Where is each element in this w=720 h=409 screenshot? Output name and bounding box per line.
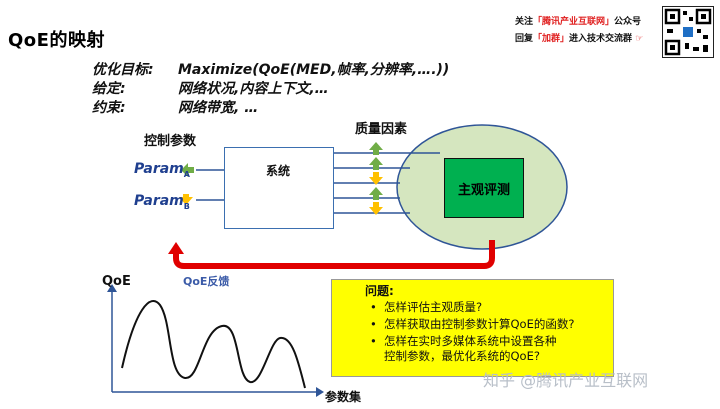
up-arrow-icon [369, 142, 383, 155]
given-row: 给定: 网络状况,内容上下文,… [92, 78, 329, 98]
bullet: • [370, 334, 377, 348]
banner-text: 进入技术交流群 [569, 34, 633, 44]
subjective-eval-box: 主观评测 [444, 158, 524, 218]
qoe-axis-label: QoE [102, 274, 131, 289]
banner-highlight: 「加群」 [533, 34, 570, 44]
param-a-label: ParamA [134, 161, 190, 179]
constraint-key: 约束: [92, 100, 126, 116]
y-axis-arrow-icon [107, 284, 117, 292]
objective-key: 优化目标: [92, 62, 154, 78]
bullet: • [370, 317, 377, 331]
qoe-curve [121, 300, 306, 389]
param-sub: B [183, 201, 190, 211]
system-label: 系统 [266, 164, 291, 178]
up-arrow-icon [369, 157, 383, 170]
param-b-label: ParamB [134, 193, 190, 211]
question-item: • 怎样获取由控制参数计算QoE的函数? [370, 317, 574, 331]
param-up-arrow-icon [181, 163, 194, 177]
bullet: • [370, 300, 377, 314]
down-arrow-icon [369, 202, 383, 215]
constraint-row: 约束: 网络带宽, … [92, 97, 258, 117]
param-axis-label: 参数集 [325, 390, 362, 404]
question-text: 怎样评估主观质量? [384, 300, 483, 314]
feedback-arrow [173, 240, 495, 269]
join-banner: 回复「加群」进入技术交流群 ☞ [515, 31, 643, 44]
feedback-arrowhead-icon [168, 242, 184, 254]
pointing-hand-icon: ☞ [632, 34, 644, 44]
feedback-label: QoE反馈 [183, 275, 230, 288]
question-continuation: 控制参数，最优化系统的QoE? [384, 349, 540, 363]
param-sub: A [183, 169, 190, 179]
subjective-eval-label: 主观评测 [457, 182, 510, 198]
questions-panel [331, 279, 614, 377]
quality-factors-label: 质量因素 [355, 122, 408, 137]
banner-highlight: 「腾讯产业互联网」 [533, 17, 615, 27]
objective-row: 优化目标: Maximize(QoE(MED,帧率,分辨率,….)) [92, 59, 449, 79]
param-name: Param [134, 161, 184, 177]
question-item: • 怎样在实时多媒体系统中设置各种 [370, 334, 557, 348]
control-params-label: 控制参数 [144, 134, 197, 149]
x-axis-arrow-icon [316, 387, 324, 397]
banner-text: 关注 [515, 17, 534, 27]
down-arrow-icon [369, 172, 383, 185]
given-key: 给定: [92, 81, 126, 97]
param-name: Param [134, 193, 184, 209]
banner-text: 公众号 [614, 17, 642, 27]
param-down-arrow-icon [179, 194, 193, 205]
system-box [224, 147, 334, 229]
questions-heading: 问题: [365, 284, 394, 298]
watermark: 知乎 @腾讯产业互联网 [483, 371, 649, 390]
follow-banner: 关注「腾讯产业互联网」公众号 [515, 14, 641, 27]
given-value: 网络状况,内容上下文,… [178, 81, 329, 97]
constraint-value: 网络带宽, … [178, 100, 259, 116]
quality-factor-lines [333, 152, 440, 214]
banner-text: 回复 [515, 34, 534, 44]
quality-factor-arrows [369, 142, 383, 215]
up-arrow-icon [369, 187, 383, 200]
question-item: • 怎样评估主观质量? [370, 300, 482, 314]
question-text: 怎样在实时多媒体系统中设置各种 [384, 334, 557, 348]
question-text: 怎样获取由控制参数计算QoE的函数? [384, 317, 575, 331]
objective-value: Maximize(QoE(MED,帧率,分辨率,….)) [178, 62, 450, 78]
qr-code-icon [662, 6, 714, 58]
page-title: QoE的映射 [8, 30, 105, 51]
